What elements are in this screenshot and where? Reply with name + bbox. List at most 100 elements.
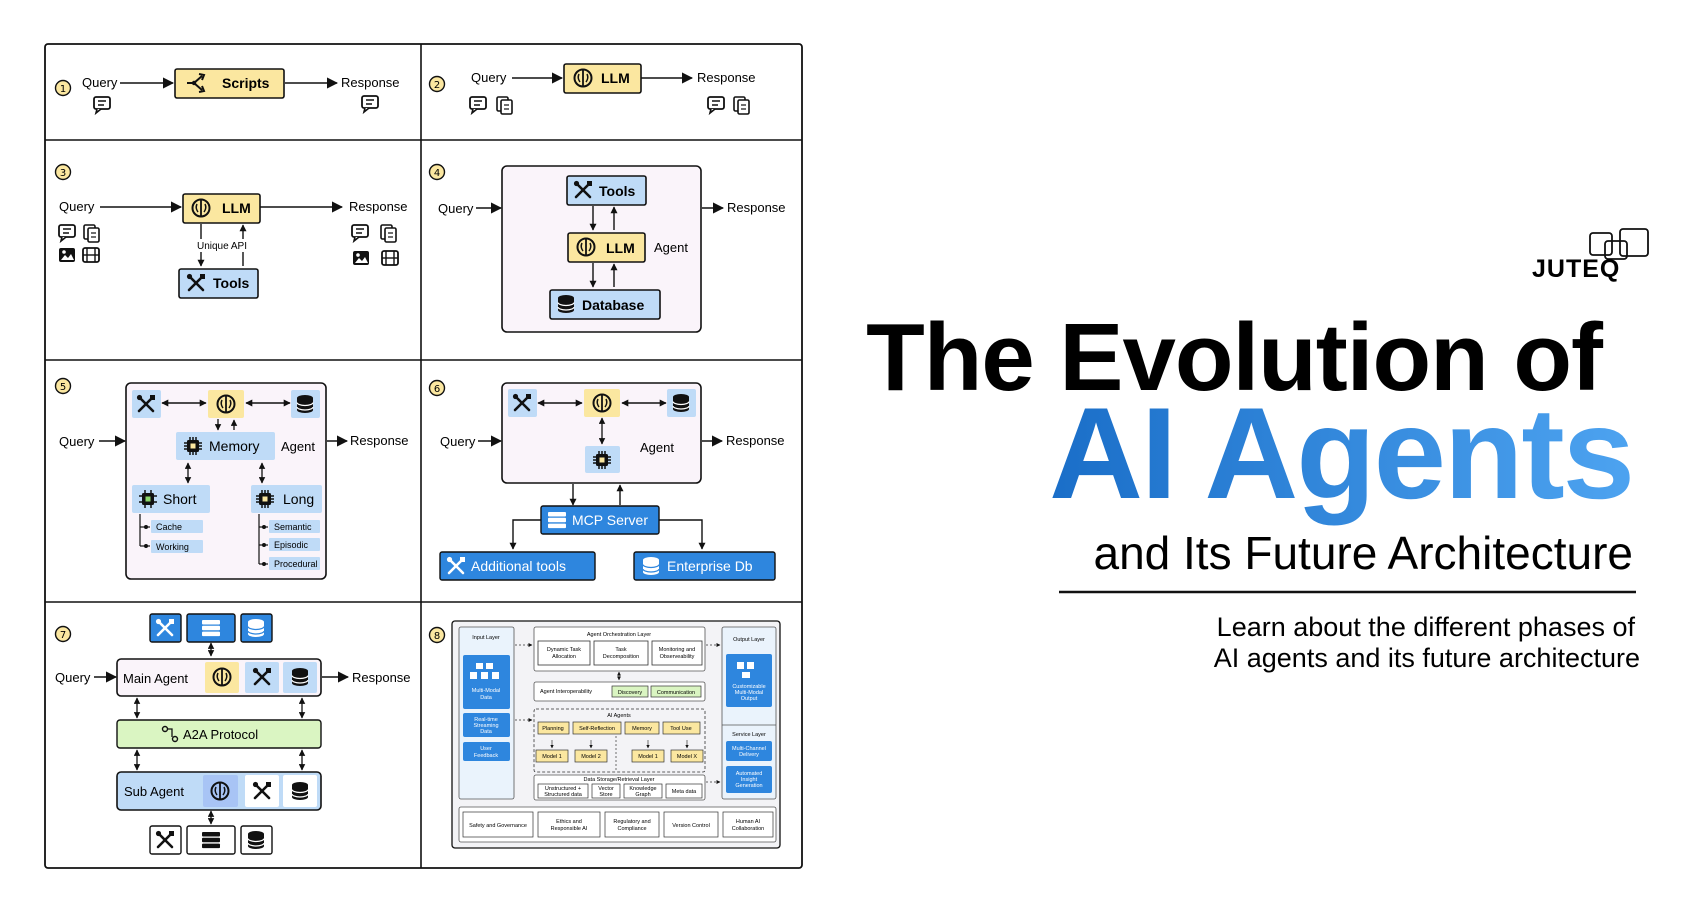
panel-number-badge: [54, 79, 72, 97]
svg-text:6: 6: [434, 384, 440, 395]
response-label: Response: [352, 670, 411, 685]
protocol-icon: [161, 725, 179, 743]
svg-text:Data: Data: [480, 729, 493, 735]
svg-text:Output Layer: Output Layer: [733, 637, 765, 643]
database-icon: [296, 394, 314, 414]
cache-label: Cache: [156, 522, 182, 532]
svg-text:Model X: Model X: [677, 754, 698, 760]
panel-number-badge: [428, 626, 446, 644]
svg-text:Short: Short: [163, 491, 197, 507]
svg-text:Insight: Insight: [741, 777, 758, 783]
svg-text:Version Control: Version Control: [672, 823, 710, 829]
svg-text:Delivery: Delivery: [739, 752, 759, 758]
database-box: [549, 289, 661, 320]
panel-number-badge: [54, 625, 72, 643]
panel-4-agent: 4 Query Response Tools LLM Agent Databas…: [428, 163, 786, 333]
svg-text:Graph: Graph: [635, 792, 650, 798]
svg-text:Communication: Communication: [657, 690, 695, 696]
database-icon: [291, 667, 309, 687]
svg-text:Ethics and: Ethics and: [556, 819, 582, 825]
svg-text:Regulatory and: Regulatory and: [613, 819, 650, 825]
database-icon: [247, 830, 265, 850]
enterprise-db-box: [633, 551, 776, 581]
document-icon: [83, 224, 100, 243]
image-icon: [59, 248, 75, 262]
svg-text:Dynamic Task: Dynamic Task: [547, 647, 581, 653]
svg-text:Feedback: Feedback: [474, 753, 498, 759]
query-label: Query: [471, 70, 507, 85]
svg-text:Self-Reflection: Self-Reflection: [579, 726, 615, 732]
svg-text:4: 4: [434, 168, 440, 179]
svg-text:5: 5: [60, 382, 66, 393]
panel-number-badge: [428, 163, 446, 181]
svg-text:8: 8: [434, 631, 440, 642]
svg-text:3: 3: [60, 168, 66, 179]
svg-text:Generation: Generation: [735, 783, 762, 789]
response-label: Response: [349, 199, 408, 214]
svg-text:Collaboration: Collaboration: [732, 826, 764, 832]
episodic-label: Episodic: [274, 540, 309, 550]
agent-label: Agent: [281, 439, 315, 454]
response-label: Response: [350, 433, 409, 448]
title-line-1: The Evolution of: [866, 304, 1604, 411]
response-label: Response: [727, 200, 786, 215]
svg-text:Automated: Automated: [736, 771, 763, 777]
svg-text:Decomposition: Decomposition: [603, 654, 639, 660]
svg-text:Service Layer: Service Layer: [732, 732, 766, 738]
svg-text:Data Storage/Retrieval Layer: Data Storage/Retrieval Layer: [584, 777, 655, 783]
svg-text:Observeability: Observeability: [660, 654, 695, 660]
svg-text:2: 2: [434, 80, 440, 91]
agent-label: Agent: [640, 440, 674, 455]
panel-number-badge: [428, 75, 446, 93]
svg-text:7: 7: [60, 630, 66, 641]
svg-text:Unstructured +: Unstructured +: [545, 786, 581, 792]
response-label: Response: [726, 433, 785, 448]
server-icon: [202, 620, 220, 637]
panel-2-llm: 2 Query LLM Response: [428, 63, 756, 115]
svg-text:Safety and Governance: Safety and Governance: [469, 823, 527, 829]
svg-text:LLM: LLM: [606, 240, 635, 256]
svg-text:Streaming: Streaming: [473, 723, 498, 729]
svg-text:Multi-Modal: Multi-Modal: [735, 690, 763, 696]
query-label: Query: [59, 199, 95, 214]
svg-text:Human AI: Human AI: [736, 819, 761, 825]
title-line-2: AI Agents: [1049, 380, 1633, 526]
query-label: Query: [438, 201, 474, 216]
svg-text:Agent Orchestration Layer: Agent Orchestration Layer: [587, 632, 651, 638]
brand-logo: JUTEQ: [1532, 228, 1649, 283]
svg-text:Sub Agent: Sub Agent: [124, 784, 184, 799]
server-icon: [548, 512, 566, 529]
svg-text:Compliance: Compliance: [617, 826, 646, 832]
response-label: Response: [697, 70, 756, 85]
semantic-label: Semantic: [274, 522, 312, 532]
svg-text:AI Agents: AI Agents: [607, 713, 631, 719]
svg-text:Tool Use: Tool Use: [670, 726, 691, 732]
subtitle-line-1: Learn about the different phases of: [1217, 612, 1636, 642]
svg-text:Allocation: Allocation: [552, 654, 576, 660]
database-icon: [247, 618, 265, 638]
svg-text:LLM: LLM: [601, 70, 630, 86]
svg-text:1: 1: [60, 84, 66, 95]
panel-1-scripts: 1 Query Scripts Response: [54, 68, 400, 114]
response-label: Response: [341, 75, 400, 90]
database-icon: [291, 781, 309, 801]
unique-api-label: Unique API: [197, 241, 247, 252]
svg-text:MCP Server: MCP Server: [572, 512, 648, 528]
subtitle-line-2: AI agents and its future architecture: [1214, 643, 1640, 673]
query-label: Query: [440, 434, 476, 449]
panel-number-badge: [54, 377, 72, 395]
svg-text:Output: Output: [741, 696, 758, 702]
svg-text:Responsible AI: Responsible AI: [551, 826, 588, 832]
svg-text:Main Agent: Main Agent: [123, 671, 188, 686]
svg-text:Knowledge: Knowledge: [629, 786, 656, 792]
svg-text:Additional tools: Additional tools: [471, 558, 566, 574]
svg-text:Scripts: Scripts: [222, 75, 270, 91]
svg-text:Discovery: Discovery: [618, 690, 642, 696]
svg-text:Multi-Modal: Multi-Modal: [472, 688, 500, 694]
svg-text:Multi-Channel: Multi-Channel: [732, 746, 766, 752]
svg-text:Monitoring and: Monitoring and: [659, 647, 695, 653]
svg-text:Enterprise Db: Enterprise Db: [667, 558, 753, 574]
svg-text:Model 1: Model 1: [638, 754, 658, 760]
svg-text:Structured data: Structured data: [544, 792, 583, 798]
svg-text:Planning: Planning: [542, 726, 563, 732]
